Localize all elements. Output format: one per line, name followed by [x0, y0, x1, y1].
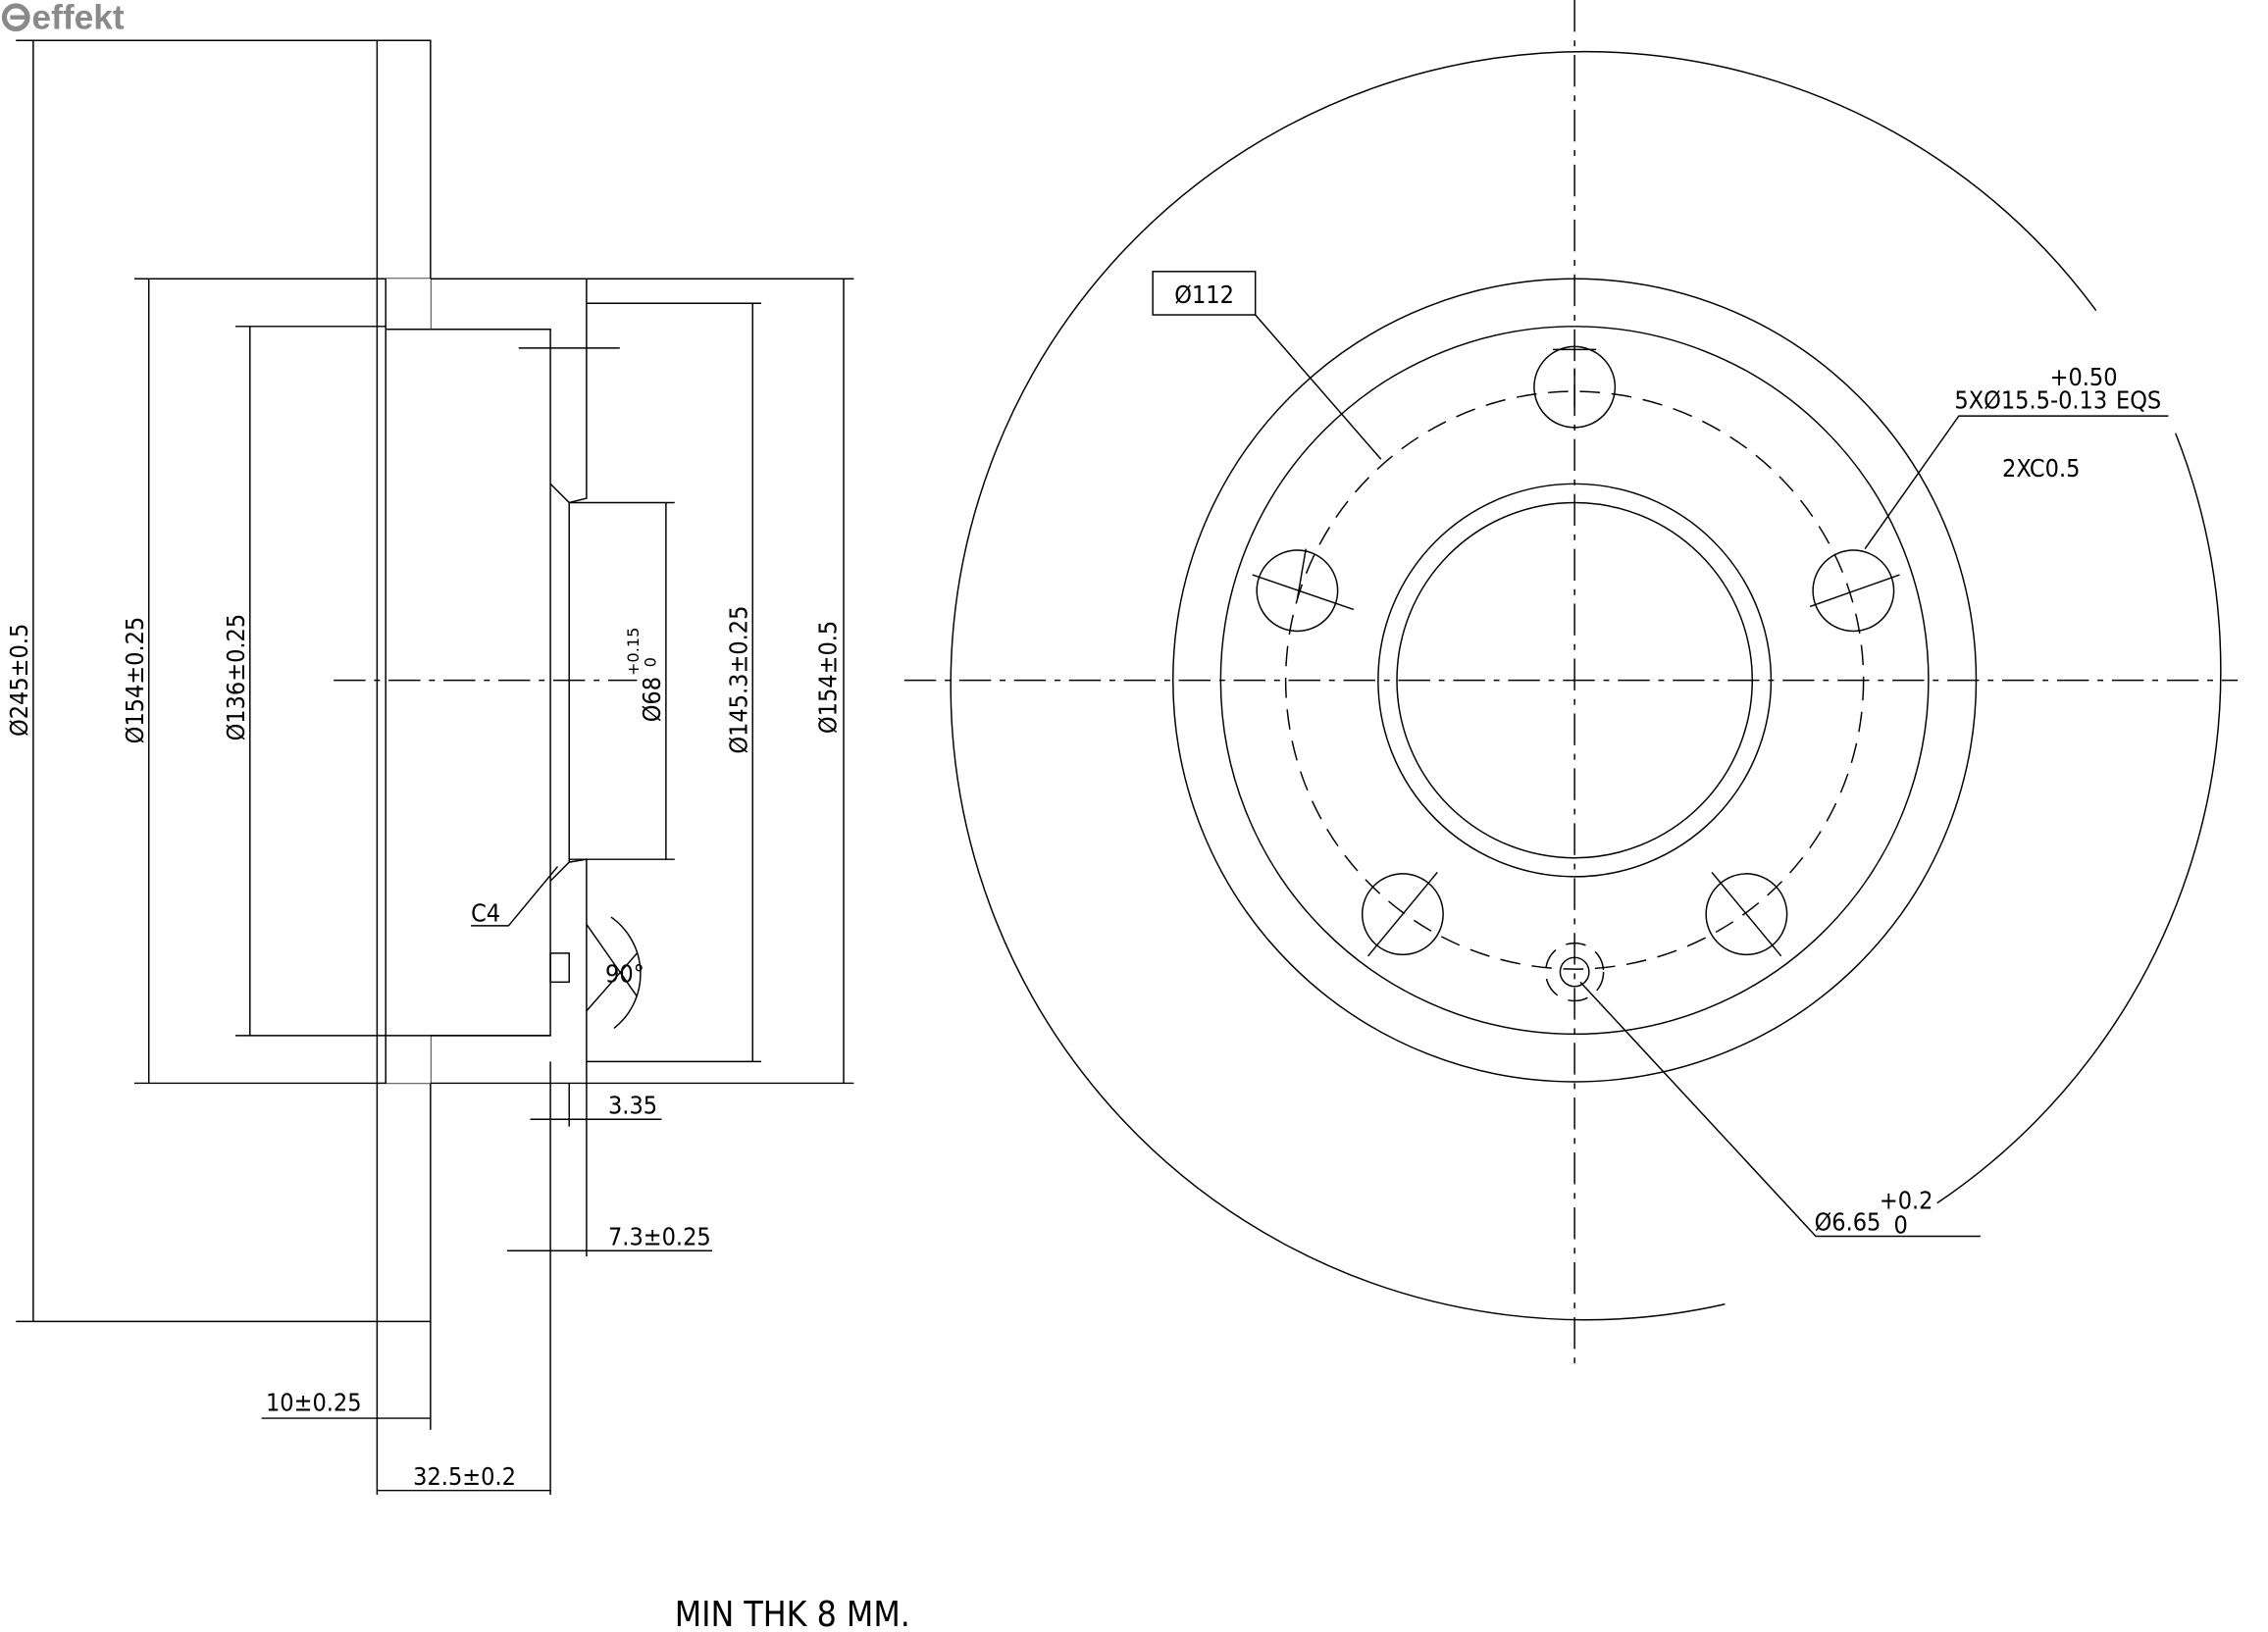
dim-d154-inner: Ø154±0.25	[121, 617, 149, 744]
dim-d136: Ø136±0.25	[222, 614, 250, 741]
pin-tol-lower: 0	[1894, 1211, 1908, 1240]
pin-hole-label: Ø6.65	[1815, 1208, 1881, 1237]
dim-d154-outer: Ø154±0.5	[814, 621, 843, 734]
dim-d68: Ø68	[638, 677, 666, 722]
chamfer-label: 2XC0.5	[2002, 454, 2080, 483]
dim-d245: Ø245±0.5	[5, 624, 33, 737]
dim-335: 3.35	[608, 1091, 657, 1119]
dim-d68-tol-lower: 0	[642, 657, 660, 667]
dim-73: 7.3±0.25	[608, 1222, 711, 1250]
dim-d68-tol-upper: +0.15	[624, 628, 643, 677]
dim-325: 32.5±0.2	[413, 1462, 516, 1491]
pin-tol-upper: +0.2	[1880, 1187, 1933, 1215]
min-thickness-note: MIN THK 8 MM.	[675, 1595, 910, 1632]
effekt-logo: effekt	[1, 0, 125, 36]
outer-edge	[950, 51, 2097, 1321]
logo-text: effekt	[31, 0, 124, 36]
angle-90: 90°	[605, 959, 644, 988]
pcd-circle	[1284, 390, 1865, 970]
dim-10: 10±0.25	[266, 1389, 362, 1417]
bolt-tol-upper: +0.50	[2050, 363, 2118, 391]
bolt-holes	[1252, 345, 1900, 957]
chamfer-c4: C4	[471, 898, 500, 927]
pcd-label: Ø112	[1174, 280, 1234, 309]
dim-d145: Ø145.3±0.25	[724, 606, 752, 754]
section-view: Ø245±0.5 Ø154±0.25 Ø136±0.25 Ø68 +0.15 0…	[5, 39, 854, 1496]
